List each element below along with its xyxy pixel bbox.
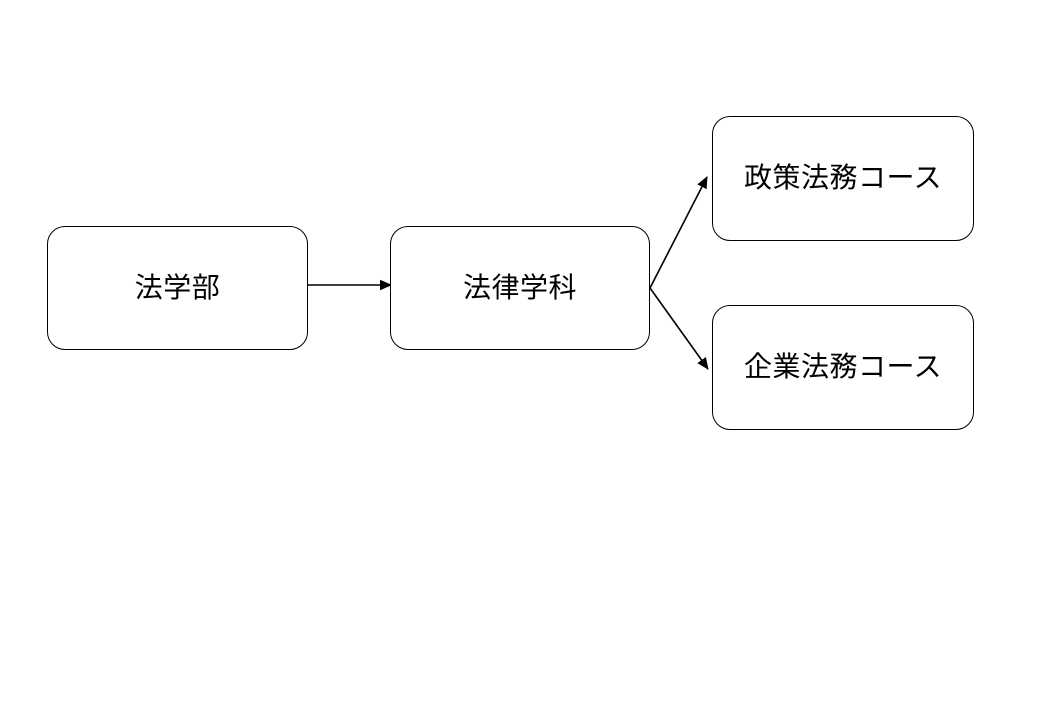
node-faculty[interactable]: 法学部 (47, 226, 308, 350)
edge-dept-policy (649, 176, 708, 289)
node-corporate-course[interactable]: 企業法務コース (712, 305, 974, 430)
node-department[interactable]: 法律学科 (390, 226, 650, 350)
node-policy-course-label: 政策法務コース (743, 162, 943, 194)
node-department-label: 法律学科 (462, 271, 577, 303)
edge-dept-corporate (649, 287, 709, 370)
node-faculty-label: 法学部 (134, 271, 221, 303)
node-corporate-course-label: 企業法務コース (743, 351, 943, 383)
node-policy-course[interactable]: 政策法務コース (712, 116, 974, 241)
